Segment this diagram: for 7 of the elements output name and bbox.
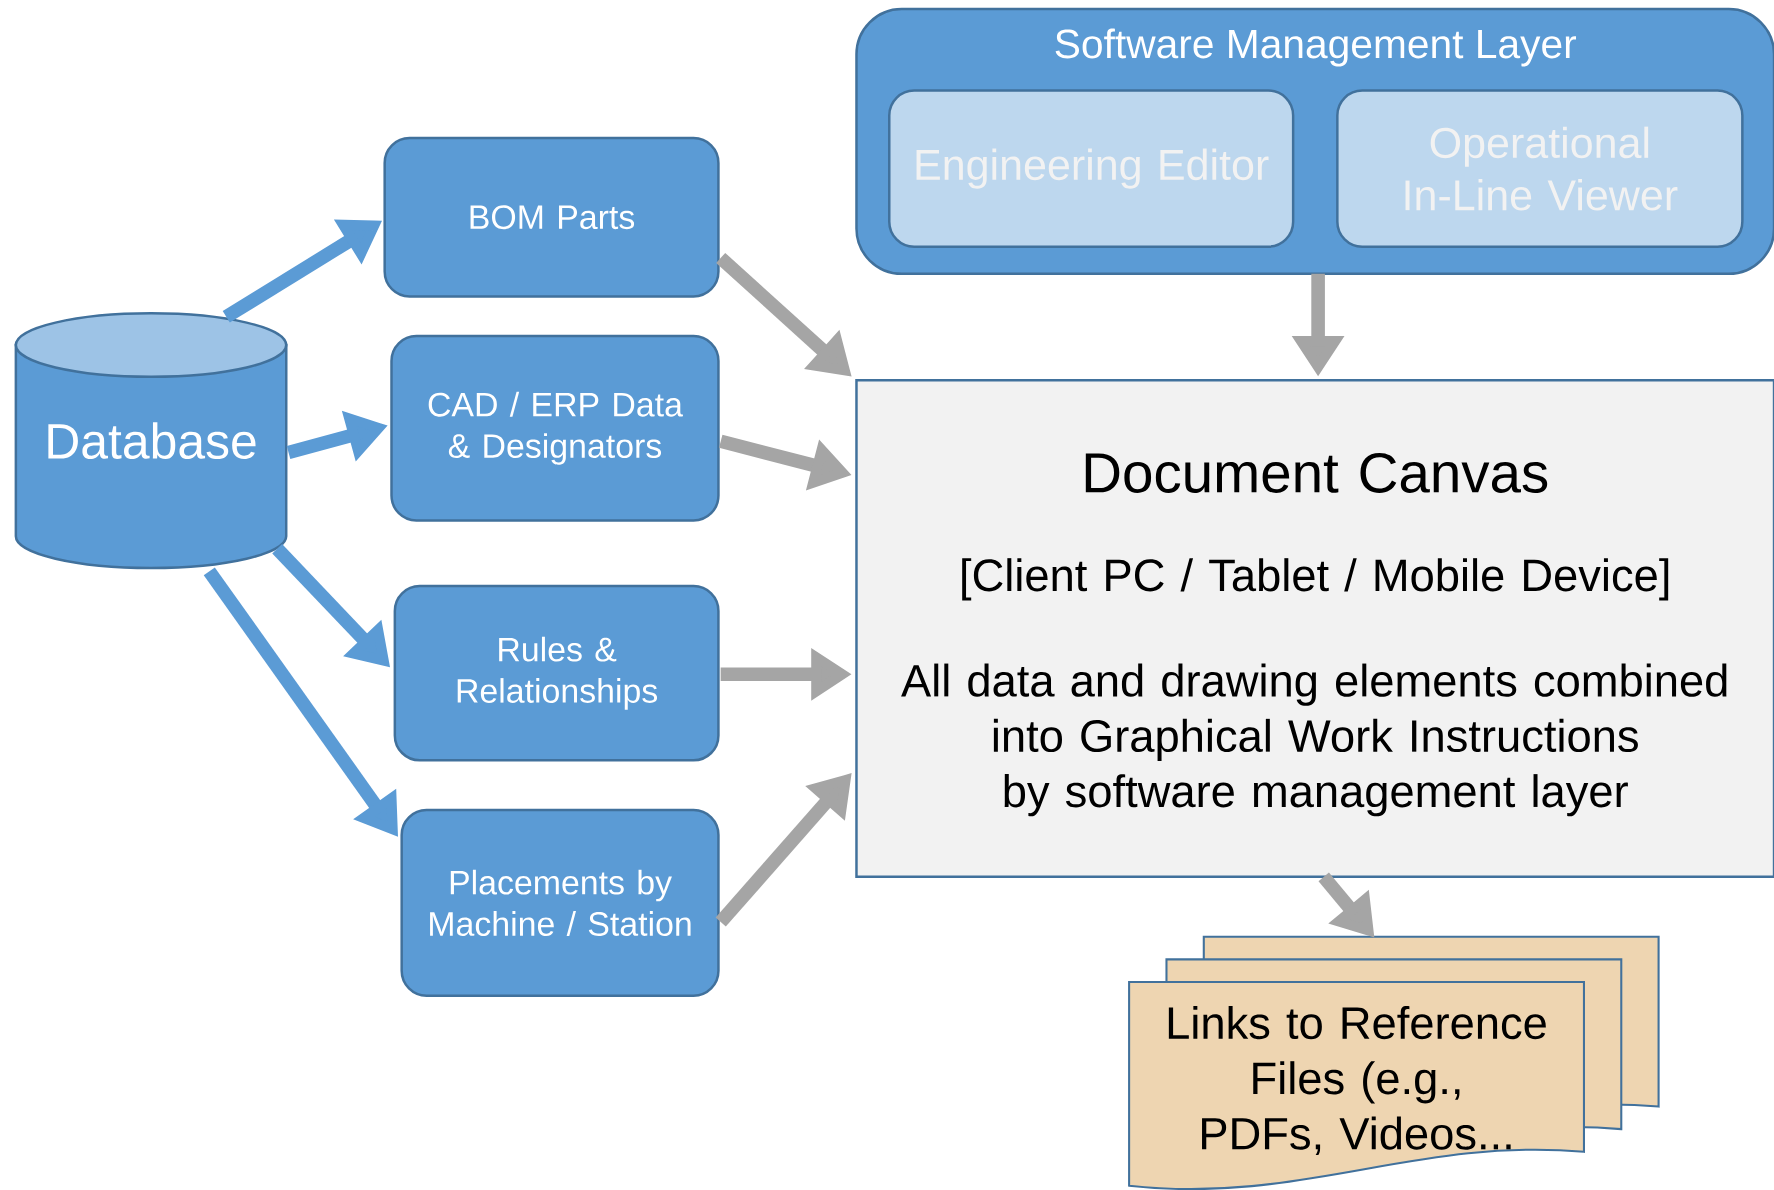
canvas-box: Document Canvas [Client PC / Tablet / Mobile Device] All data and drawing elements combined into Graphical Work Instructions by software management layer: [855, 378, 1774, 878]
process-box: Rules & Relationships: [393, 584, 720, 762]
database-cylinder: Database: [14, 312, 288, 570]
document-stack: Links to Reference Files (e.g., PDFs, Videos...: [1128, 935, 1660, 1190]
process-box: CAD / ERP Data & Designators: [390, 334, 720, 522]
process-box: Placements by Machine / Station: [400, 808, 720, 997]
process-box: BOM Parts: [383, 136, 720, 298]
